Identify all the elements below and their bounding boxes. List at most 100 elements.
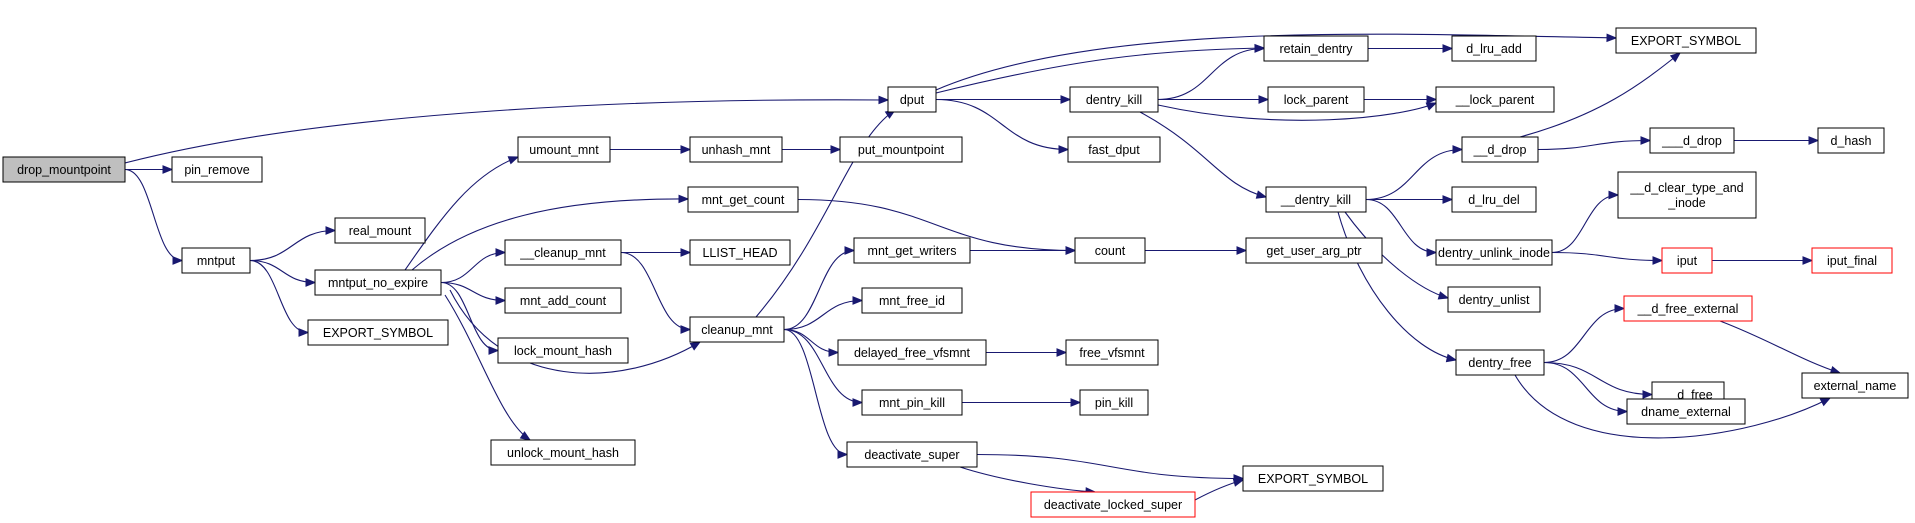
node-box[interactable] [517,136,611,163]
node-box[interactable] [1263,35,1369,62]
node-delayed-free-vfsmnt[interactable]: delayed_free_vfsmnt [837,339,987,366]
node-box[interactable] [1030,491,1196,518]
node-box[interactable] [1447,286,1541,313]
node-box[interactable] [689,136,783,163]
node-box[interactable] [861,389,963,416]
node-dput[interactable]: dput [887,86,937,113]
node-box[interactable] [1265,186,1367,213]
node-box[interactable] [1617,171,1757,219]
node-box[interactable] [1801,372,1909,399]
node-real-mount[interactable]: real_mount [334,217,426,244]
node-drop-mountpoint[interactable]: drop_mountpoint [2,156,126,183]
node-box[interactable] [1811,247,1893,274]
node-d-free-external[interactable]: __d_free_external [1623,295,1753,322]
node-mnt-get-writers[interactable]: mnt_get_writers [853,237,971,264]
node-box[interactable] [1067,136,1161,163]
node-retain-dentry[interactable]: retain_dentry [1263,35,1369,62]
node-box[interactable] [1626,398,1746,425]
node-box[interactable] [504,287,622,314]
node-box[interactable] [1455,349,1545,376]
node-box[interactable] [314,269,442,296]
node-cleanup-mnt[interactable]: cleanup_mnt [689,316,785,343]
node-box[interactable] [839,136,963,163]
node-box[interactable] [490,439,636,466]
node-pin-kill[interactable]: pin_kill [1079,389,1149,416]
node-box[interactable] [837,339,987,366]
node-dentry-kill[interactable]: dentry_kill [1069,86,1159,113]
node-lock-parent[interactable]: lock_parent [1267,86,1365,113]
node-box[interactable] [689,239,791,266]
node-export-symbol-2[interactable]: EXPORT_SYMBOL [1242,465,1384,492]
node-dname-external[interactable]: dname_external [1626,398,1746,425]
node-put-mountpoint[interactable]: put_mountpoint [839,136,963,163]
node-pin-remove[interactable]: pin_remove [171,156,263,183]
node-mntput-no-expire[interactable]: mntput_no_expire [314,269,442,296]
node-cleanup-mnt-dunder[interactable]: __cleanup_mnt [504,239,622,266]
node-deactivate-super[interactable]: deactivate_super [846,441,978,468]
node-lock-mount-hash[interactable]: lock_mount_hash [497,337,629,364]
node-box[interactable] [1451,186,1537,213]
node-d-clear-type-and-inode[interactable]: __d_clear_type_and_inode [1617,171,1757,219]
node-box[interactable] [1461,136,1539,163]
node-box[interactable] [1615,27,1757,54]
edge-dentry-unlink-inode-to-iput [1551,251,1663,262]
node-box[interactable] [334,217,426,244]
node-get-user-arg-ptr[interactable]: get_user_arg_ptr [1245,237,1383,264]
node-d-lru-del[interactable]: d_lru_del [1451,186,1537,213]
node-box[interactable] [1267,86,1365,113]
arrowhead-free-vfsmnt [1056,348,1068,357]
node-box[interactable] [1649,127,1735,154]
node-iput-final[interactable]: iput_final [1811,247,1893,274]
node-dentry-unlist[interactable]: dentry_unlist [1447,286,1541,313]
node-export-symbol-3[interactable]: EXPORT_SYMBOL [1615,27,1757,54]
node-box[interactable] [1623,295,1753,322]
node-box[interactable] [1451,35,1537,62]
node-d-drop-triple[interactable]: ___d_drop [1649,127,1735,154]
node-box[interactable] [504,239,622,266]
node-umount-mnt[interactable]: umount_mnt [517,136,611,163]
node-box[interactable] [1074,237,1146,264]
node-d-hash[interactable]: d_hash [1817,127,1885,154]
node-box[interactable] [853,237,971,264]
node-box[interactable] [687,186,799,213]
node-export-symbol-1[interactable]: EXPORT_SYMBOL [307,319,449,346]
node-mntput[interactable]: mntput [181,247,251,274]
node-dentry-free[interactable]: dentry_free [1455,349,1545,376]
node-iput[interactable]: iput [1661,247,1713,274]
node-d-drop-dunder[interactable]: __d_drop [1461,136,1539,163]
node-box[interactable] [1245,237,1383,264]
node-mnt-get-count[interactable]: mnt_get_count [687,186,799,213]
node-box[interactable] [1661,247,1713,274]
node-mnt-pin-kill[interactable]: mnt_pin_kill [861,389,963,416]
node-lock-parent-dunder[interactable]: __lock_parent [1435,86,1555,113]
node-box[interactable] [181,247,251,274]
node-box[interactable] [1817,127,1885,154]
node-free-vfsmnt[interactable]: free_vfsmnt [1065,339,1159,366]
node-unhash-mnt[interactable]: unhash_mnt [689,136,783,163]
node-box[interactable] [2,156,126,183]
node-box[interactable] [307,319,449,346]
node-d-lru-add[interactable]: d_lru_add [1451,35,1537,62]
node-dentry-unlink-inode[interactable]: dentry_unlink_inode [1435,239,1553,266]
node-count[interactable]: count [1074,237,1146,264]
node-box[interactable] [861,287,963,314]
node-mnt-add-count[interactable]: mnt_add_count [504,287,622,314]
node-box[interactable] [497,337,629,364]
node-box[interactable] [171,156,263,183]
node-dentry-kill-dunder[interactable]: __dentry_kill [1265,186,1367,213]
node-mnt-free-id[interactable]: mnt_free_id [861,287,963,314]
node-box[interactable] [1242,465,1384,492]
node-fast-dput[interactable]: fast_dput [1067,136,1161,163]
node-box[interactable] [1435,86,1555,113]
node-llist-head[interactable]: LLIST_HEAD [689,239,791,266]
node-deactivate-locked-super[interactable]: deactivate_locked_super [1030,491,1196,518]
node-unlock-mount-hash[interactable]: unlock_mount_hash [490,439,636,466]
node-box[interactable] [689,316,785,343]
node-box[interactable] [846,441,978,468]
node-box[interactable] [1065,339,1159,366]
node-box[interactable] [1435,239,1553,266]
node-box[interactable] [1079,389,1149,416]
node-external-name[interactable]: external_name [1801,372,1909,399]
node-box[interactable] [1069,86,1159,113]
node-box[interactable] [887,86,937,113]
